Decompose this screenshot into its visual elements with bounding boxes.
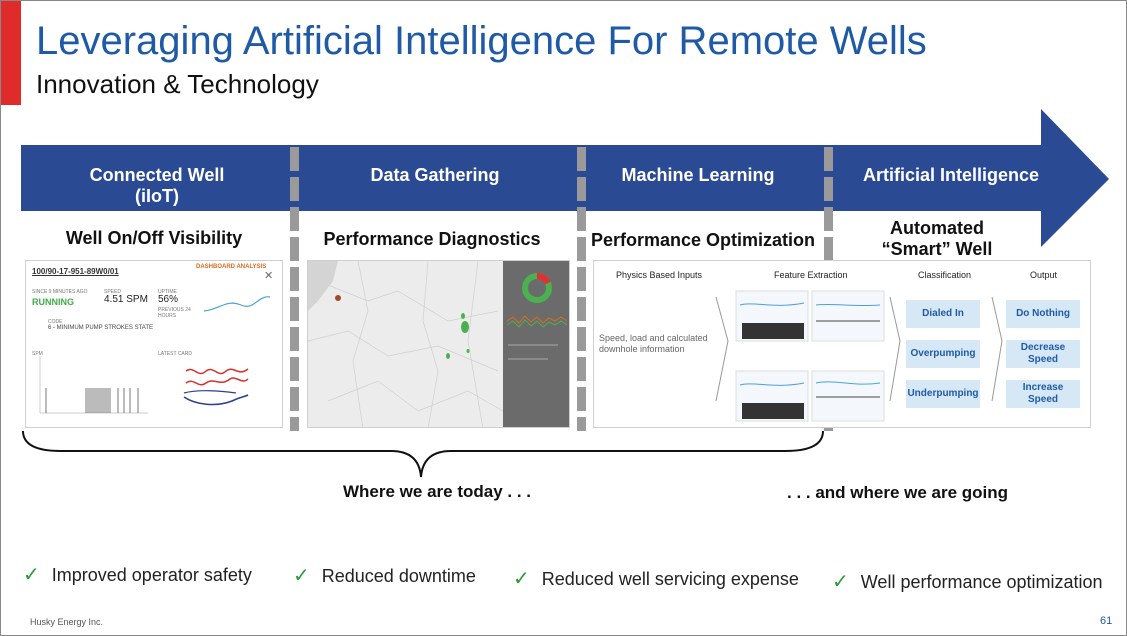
class-overpumping: Overpumping	[906, 340, 980, 368]
dashboard-tabs[interactable]: DASHBOARD ANALYSIS	[196, 264, 267, 270]
ml-pipeline-panel: Physics Based Inputs Feature Extraction …	[593, 260, 1091, 428]
caption-today: Where we are today . . .	[343, 482, 532, 501]
benefit-item: ✓Reduced downtime	[293, 565, 476, 587]
spm-label: SPM	[32, 351, 43, 357]
stage-data-gathering: Data Gathering	[370, 165, 500, 185]
output-decrease-speed: Decrease Speed	[1006, 340, 1080, 368]
today-brace	[22, 430, 824, 478]
benefit-item: ✓Reduced well servicing expense	[513, 568, 799, 590]
stage-machine-learning: Machine Learning	[621, 165, 775, 185]
uptime-value: 56%	[158, 294, 179, 305]
code-value: 6 - MINIMUM PUMP STROKES STATE	[48, 325, 154, 331]
class-underpumping: Underpumping	[906, 380, 980, 408]
dashboard-graphics	[39, 296, 271, 414]
uptime-label: UPTIME	[158, 289, 177, 295]
diagnostics-map-panel	[307, 260, 570, 428]
since-label: SINCE 9 MINUTES AGO	[32, 289, 88, 295]
pipeline-graphics	[715, 290, 1003, 422]
header-classification: Classification	[918, 270, 972, 280]
status-running: RUNNING	[32, 297, 74, 307]
stage-connected-well: Connected Well (iIoT)	[89, 165, 225, 206]
checkmark-icon: ✓	[832, 571, 849, 593]
well-id: 100/90-17-951-89W0/01	[32, 267, 119, 276]
header-physics-inputs: Physics Based Inputs	[616, 270, 703, 280]
caption-going: . . . and where we are going	[787, 483, 1009, 502]
map-graphic	[308, 261, 569, 427]
checkmark-icon: ✓	[513, 568, 530, 590]
checkmark-icon: ✓	[293, 565, 310, 587]
sub-performance-diagnostics: Performance Diagnostics	[323, 229, 541, 249]
latest-card-label: LATEST CARD	[158, 351, 192, 357]
well-dashboard-panel: 100/90-17-951-89W0/01 DASHBOARD ANALYSIS…	[25, 260, 283, 428]
footer-company: Husky Energy Inc.	[30, 617, 104, 627]
accent-bar	[1, 1, 21, 105]
uptime-note: PREVIOUS 24 HOURS	[158, 307, 191, 319]
stage-divider	[290, 147, 299, 431]
benefit-item: ✓Improved operator safety	[23, 564, 252, 586]
page-number: 61	[1100, 615, 1113, 627]
class-dialed-in: Dialed In	[906, 300, 980, 328]
speed-value: 4.51 SPM	[104, 294, 148, 305]
close-icon[interactable]: ✕	[264, 270, 274, 282]
sub-smart-well: Automated “Smart” Well	[881, 218, 993, 259]
sub-performance-optimization: Performance Optimization	[590, 230, 816, 250]
header-feature-extraction: Feature Extraction	[774, 270, 848, 280]
sub-well-visibility: Well On/Off Visibility	[65, 228, 243, 248]
stage-divider	[577, 147, 586, 431]
benefit-item: ✓Well performance optimization	[832, 571, 1103, 593]
inputs-description: Speed, load and calculated downhole info…	[599, 333, 708, 354]
process-arrow	[21, 109, 1109, 247]
header-output: Output	[1030, 270, 1058, 280]
speed-label: SPEED	[104, 289, 121, 295]
code-label: CODE	[48, 319, 63, 325]
slide-title: Leveraging Artificial Intelligence For R…	[36, 19, 927, 63]
stage-artificial-intelligence: Artificial Intelligence	[862, 165, 1040, 185]
output-increase-speed: Increase Speed	[1006, 380, 1080, 408]
output-do-nothing: Do Nothing	[1006, 300, 1080, 328]
slide-subtitle: Innovation & Technology	[36, 69, 319, 99]
checkmark-icon: ✓	[23, 564, 40, 586]
